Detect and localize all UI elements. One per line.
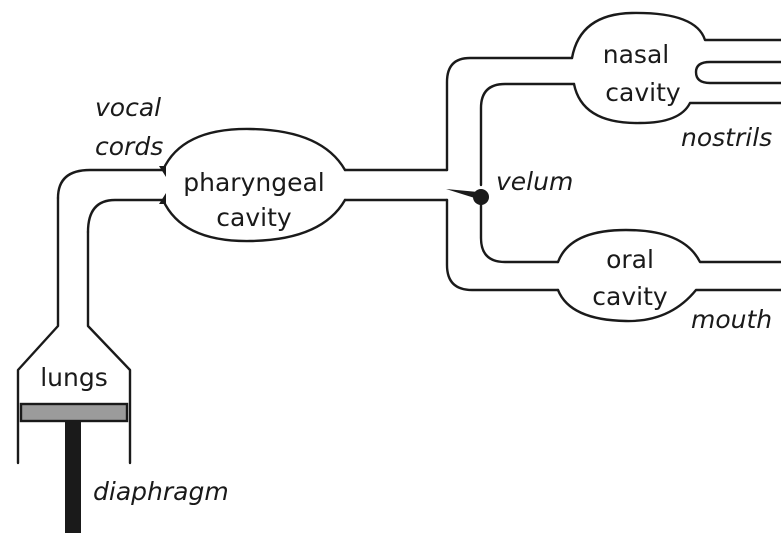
diaphragm-plate [21, 404, 127, 421]
mouth-label: mouth [691, 305, 772, 334]
trachea-inner-wall [88, 200, 163, 232]
pharyngeal-cavity-label-line1: pharyngeal [183, 168, 324, 197]
vocal-cords-label-line1: vocal [95, 93, 161, 122]
velum-label: velum [496, 167, 573, 196]
oral-cavity-label-line2: cavity [592, 282, 668, 311]
nostrils-septum [696, 62, 781, 83]
oral-cavity-label-line1: oral [606, 245, 654, 274]
diaphragm-rod [65, 421, 81, 533]
trachea-outer-wall [58, 170, 163, 198]
vocal-cords-label-line2: cords [95, 132, 163, 161]
lungs-label: lungs [40, 363, 108, 392]
pharyngeal-cavity-upper [163, 129, 345, 170]
oral-tract-inner-wall [481, 203, 558, 262]
velum-icon [473, 189, 489, 205]
nasal-tract-outer-wall [447, 58, 572, 170]
oral-tract-outer-wall [447, 200, 558, 290]
nostrils-label: nostrils [681, 123, 772, 152]
diaphragm-label: diaphragm [93, 477, 229, 506]
nasal-cavity-label-line1: nasal [603, 40, 669, 69]
pharyngeal-cavity-label-line2: cavity [216, 203, 292, 232]
oral-cavity-upper [558, 230, 781, 262]
lungs-chamber-right-wall [88, 232, 130, 463]
lungs-chamber-left-wall [18, 198, 58, 463]
nasal-cavity-label-line2: cavity [605, 78, 681, 107]
